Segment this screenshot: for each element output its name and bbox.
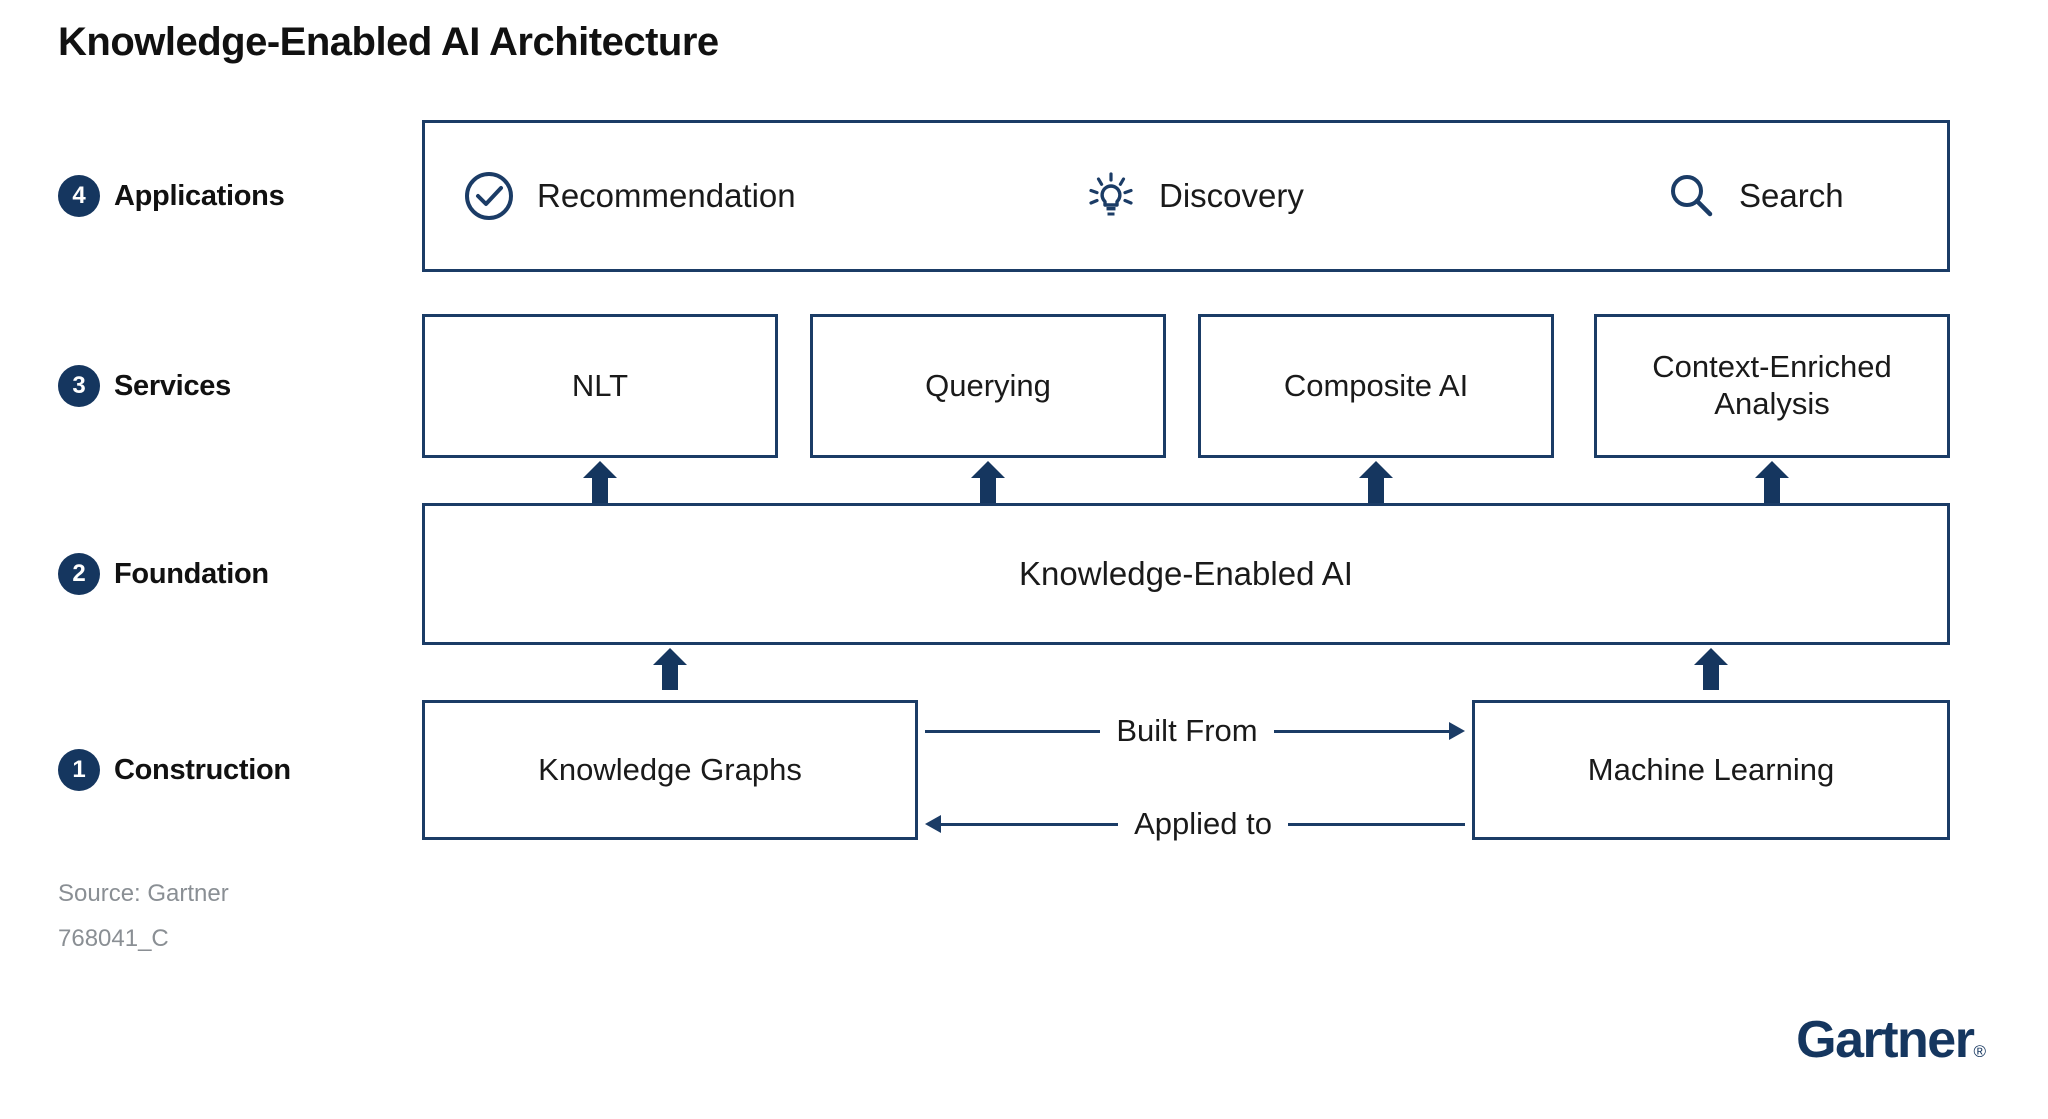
application-item-recommendation[interactable]: Recommendation bbox=[463, 170, 796, 222]
construction-box-knowledge-graphs[interactable]: Knowledge Graphs bbox=[422, 700, 918, 840]
source-note: Source: Gartner bbox=[58, 880, 229, 907]
relation-line-right bbox=[1273, 729, 1449, 733]
service-box-nlt[interactable]: NLT bbox=[422, 314, 778, 458]
gartner-logo: Gartner® bbox=[1796, 1010, 1986, 1070]
relation-applied-to: Applied to bbox=[925, 802, 1466, 846]
layer-label-text-construction: Construction bbox=[114, 753, 291, 786]
arrow-head-left-icon bbox=[925, 815, 941, 833]
application-label-discovery: Discovery bbox=[1159, 177, 1304, 214]
layer-badge-3: 3 bbox=[58, 365, 100, 407]
relation-label-built-from: Built From bbox=[1116, 713, 1258, 748]
layer-label-construction: 1 Construction bbox=[58, 748, 291, 792]
check-circle-icon bbox=[463, 170, 515, 222]
layer-badge-2: 2 bbox=[58, 553, 100, 595]
up-arrow-icon-from-machine-learning bbox=[1694, 648, 1728, 690]
layer-label-text-services: Services bbox=[114, 369, 231, 402]
page-title: Knowledge-Enabled AI Architecture bbox=[58, 20, 719, 64]
gartner-logo-text: Gartner bbox=[1796, 1011, 1975, 1069]
up-arrow-icon-to-nlt bbox=[583, 461, 617, 503]
layer-badge-1: 1 bbox=[58, 749, 100, 791]
relation-line-right bbox=[1287, 822, 1466, 826]
layer-badge-4: 4 bbox=[58, 175, 100, 217]
applications-band: Recommendation Discovery bbox=[422, 120, 1950, 272]
search-icon bbox=[1665, 170, 1717, 222]
document-id: 768041_C bbox=[58, 925, 169, 952]
arrow-head-right-icon bbox=[1449, 722, 1465, 740]
lightbulb-icon bbox=[1085, 170, 1137, 222]
service-box-querying[interactable]: Querying bbox=[810, 314, 1166, 458]
relation-built-from: Built From bbox=[925, 709, 1465, 753]
relation-line-left bbox=[941, 822, 1119, 826]
relation-line-left bbox=[925, 729, 1101, 733]
application-item-discovery[interactable]: Discovery bbox=[1085, 170, 1304, 222]
up-arrow-icon-to-context-enriched-analysis bbox=[1755, 461, 1789, 503]
foundation-box[interactable]: Knowledge-Enabled AI bbox=[422, 503, 1950, 645]
layer-label-foundation: 2 Foundation bbox=[58, 552, 269, 596]
layer-label-text-applications: Applications bbox=[114, 179, 285, 212]
construction-box-machine-learning[interactable]: Machine Learning bbox=[1472, 700, 1950, 840]
application-item-search[interactable]: Search bbox=[1665, 170, 1844, 222]
service-box-context-enriched-analysis[interactable]: Context-Enriched Analysis bbox=[1594, 314, 1950, 458]
registered-trademark-icon: ® bbox=[1973, 1042, 1986, 1061]
layer-label-text-foundation: Foundation bbox=[114, 557, 269, 590]
up-arrow-icon-to-querying bbox=[971, 461, 1005, 503]
up-arrow-icon-to-composite-ai bbox=[1359, 461, 1393, 503]
layer-label-services: 3 Services bbox=[58, 364, 231, 408]
application-label-recommendation: Recommendation bbox=[537, 177, 796, 214]
up-arrow-icon-from-knowledge-graphs bbox=[653, 648, 687, 690]
service-box-composite-ai[interactable]: Composite AI bbox=[1198, 314, 1554, 458]
layer-label-applications: 4 Applications bbox=[58, 174, 285, 218]
application-label-search: Search bbox=[1739, 177, 1844, 214]
relation-label-applied-to: Applied to bbox=[1134, 806, 1272, 841]
